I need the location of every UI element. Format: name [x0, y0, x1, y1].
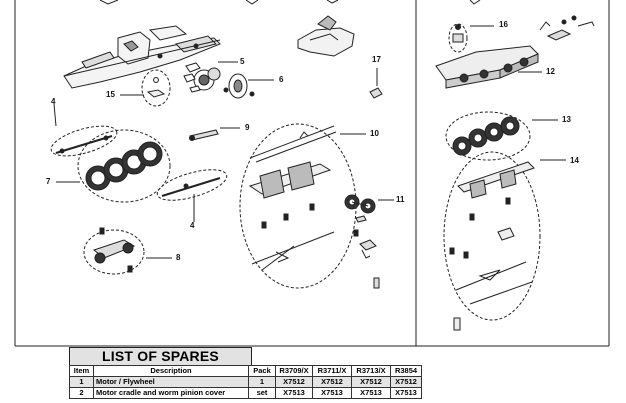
spares-title: LIST OF SPARES: [69, 347, 252, 366]
cut-off-parts: [99, 0, 481, 5]
callout-8: 8: [176, 253, 181, 262]
part-15-bracket: [120, 69, 171, 107]
callout-4-upper: 4: [51, 97, 56, 106]
row-r3709: X7512: [275, 376, 313, 388]
callout-4-lower: 4: [190, 221, 195, 230]
callout-9: 9: [245, 123, 250, 132]
callout-6: 6: [279, 75, 284, 84]
row-r3711: X7513: [312, 387, 352, 399]
header-r3854: R3854: [390, 365, 422, 377]
spares-table: Item Description Pack R3709/X R3711/X R3…: [69, 365, 422, 399]
callout-7: 7: [46, 177, 51, 186]
part-12-tender-chassis: [435, 45, 542, 89]
part-7-driving-wheels: [56, 129, 171, 203]
callout-13: 13: [562, 115, 571, 124]
row-item: 1: [69, 376, 94, 388]
header-pack: Pack: [248, 365, 276, 377]
part-8-pony-truck: [83, 227, 172, 275]
spares-row: 1 Motor / Flywheel 1 X7512 X7512 X7512 X…: [69, 376, 422, 388]
small-parts: [353, 215, 380, 289]
row-pack: set: [248, 387, 276, 399]
top-cover-part: [297, 15, 355, 57]
row-r3711: X7512: [312, 376, 352, 388]
header-r3713: R3713/X: [351, 365, 391, 377]
header-item: Item: [69, 365, 94, 377]
row-pack: 1: [248, 376, 276, 388]
callout-5: 5: [240, 57, 245, 66]
header-r3709: R3709/X: [275, 365, 313, 377]
part-4-coupling-rod: [50, 103, 118, 157]
spares-header-row: Item Description Pack R3709/X R3711/X R3…: [69, 365, 422, 377]
callout-12: 12: [546, 67, 555, 76]
callout-14: 14: [570, 156, 579, 165]
row-r3713: X7513: [351, 387, 391, 399]
row-r3713: X7512: [351, 376, 391, 388]
part-16-parts: [448, 15, 595, 53]
row-description: Motor cradle and worm pinion cover: [93, 387, 249, 399]
callout-15: 15: [106, 90, 115, 99]
part-17-clip: [369, 68, 383, 99]
chassis-frame: [63, 25, 221, 89]
part-5-gear-set: [183, 61, 238, 93]
callout-16: 16: [499, 20, 508, 29]
row-r3709: X7513: [275, 387, 313, 399]
diagram-frame: [14, 0, 610, 347]
callout-17: 17: [372, 55, 381, 64]
part-11-wheelset: [344, 194, 394, 214]
row-r3854: X7512: [390, 376, 422, 388]
spares-row: 2 Motor cradle and worm pinion cover set…: [69, 387, 422, 399]
part-6-flywheel: [223, 73, 274, 99]
part-13-tender-wheels: [445, 111, 558, 161]
callout-11: 11: [396, 195, 405, 204]
part-9-worm-shaft: [189, 127, 240, 141]
part-14-tender-underframe: [443, 151, 566, 331]
row-item: 2: [69, 387, 94, 399]
header-description: Description: [93, 365, 249, 377]
header-r3711: R3711/X: [312, 365, 352, 377]
part-4-connecting-rod: [156, 169, 228, 222]
row-r3854: X7513: [390, 387, 422, 399]
row-description: Motor / Flywheel: [93, 376, 249, 388]
callout-10: 10: [370, 129, 379, 138]
